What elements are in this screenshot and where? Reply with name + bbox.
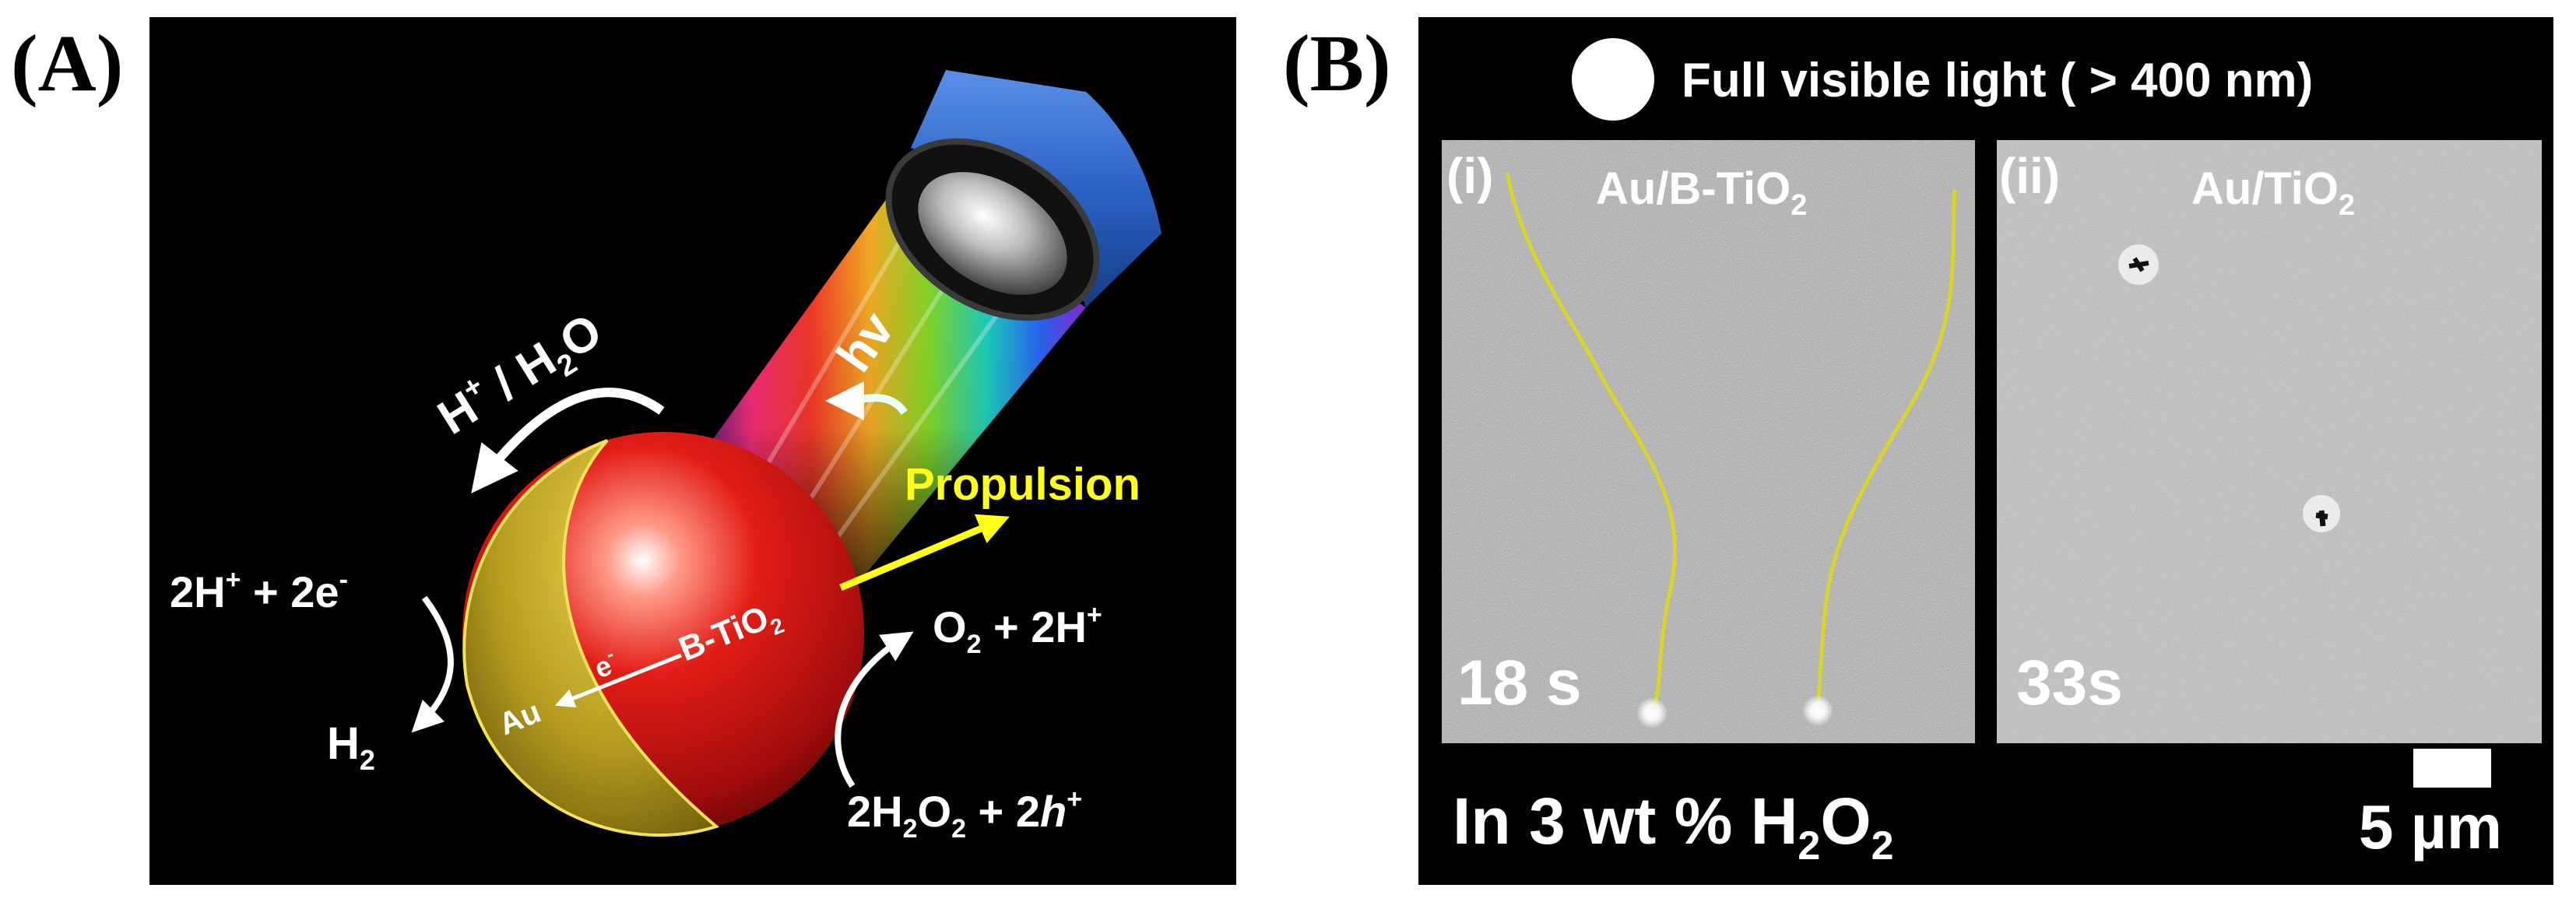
sphere-gold-au-cap — [462, 439, 720, 837]
propulsion-label: Propulsion — [905, 459, 1140, 510]
h2-label: H2 — [327, 718, 375, 776]
medium-label: In 3 wt % H2O2 — [1453, 784, 1894, 869]
scale-bar-label: 5 µm — [2359, 792, 2502, 862]
reduction-reactants-label: 2H+ + 2e- — [170, 565, 348, 616]
micrograph-au-tio2: (ii) Au/TiO2 33s — [1997, 140, 2542, 743]
panel-a-label: (A) — [11, 19, 124, 108]
micrograph-ii-index: (ii) — [1999, 148, 2060, 204]
oxidation-products-label: O2 + 2H+ — [933, 600, 1102, 659]
lamp — [885, 70, 1161, 321]
micrograph-i-background — [1442, 140, 1975, 743]
lamp-lens — [918, 172, 1067, 295]
particle-trace-2 — [2315, 510, 2328, 527]
arrow-hv — [825, 381, 908, 420]
particle-glow-1 — [1636, 697, 1668, 728]
particle-trace-1 — [2128, 257, 2149, 272]
trajectory-track-1 — [1505, 172, 1678, 709]
oxidation-reactants-label: 2H2O2 + 2h+ — [847, 784, 1082, 844]
arrow-h-plus — [471, 388, 665, 493]
micrograph-ii-background — [1997, 140, 2542, 743]
micrograph-ii-time: 33s — [2016, 648, 2123, 718]
panel-b: Full visible light ( > 400 nm) (i) Au/B-… — [1418, 17, 2553, 885]
light-condition-label: Full visible light ( > 400 nm) — [1682, 54, 2313, 107]
panel-a: hv H+ / H2O Propulsion 2H+ + 2e- H2 Au e… — [149, 17, 1236, 885]
light-indicator-icon — [1572, 38, 1654, 121]
arrow-h2 — [411, 595, 454, 733]
particle-glow-2 — [1802, 695, 1833, 726]
micrograph-i-index: (i) — [1446, 148, 1493, 204]
trajectory-track-2 — [1815, 189, 1957, 707]
scale-bar — [2413, 749, 2491, 788]
panel-b-label: (B) — [1283, 19, 1391, 108]
micrograph-au-b-tio2: (i) Au/B-TiO2 18 s — [1442, 140, 1975, 743]
micrograph-ii-title: Au/TiO2 — [2191, 163, 2355, 222]
arrow-propulsion — [839, 514, 1010, 591]
arrow-o2 — [835, 631, 914, 788]
arrow-electron — [554, 653, 682, 708]
janus-particle — [462, 432, 864, 837]
micrograph-i-time: 18 s — [1457, 648, 1582, 718]
micrograph-i-title: Au/B-TiO2 — [1596, 163, 1807, 222]
